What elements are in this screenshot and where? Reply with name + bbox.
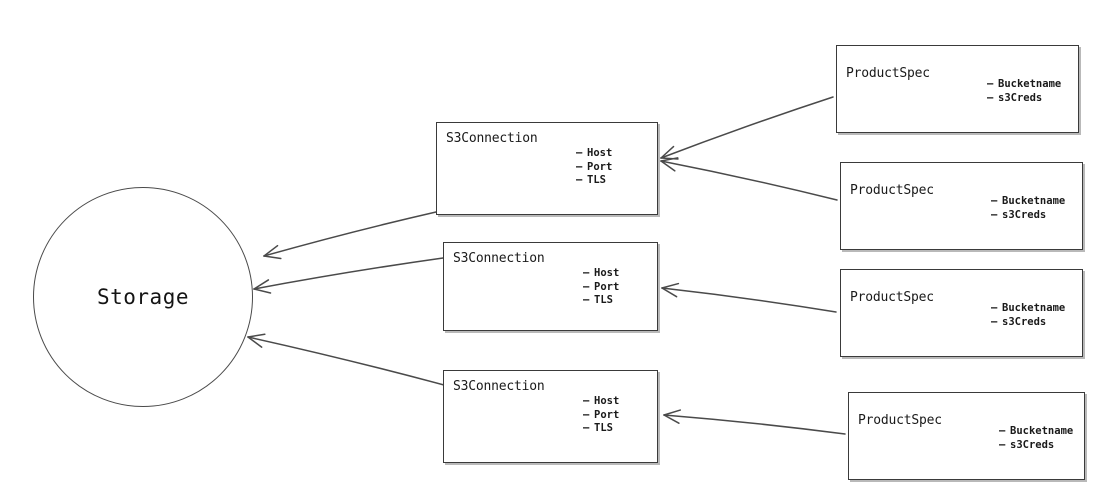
- attribute-item: –Host: [583, 267, 619, 281]
- node-productspec-1[interactable]: ProductSpec–Bucketname–s3Creds: [836, 45, 1079, 133]
- bullet-dash-icon: –: [576, 174, 583, 186]
- attribute-label: Bucketname: [1002, 302, 1066, 314]
- node-title-productspec-1: ProductSpec: [846, 66, 930, 81]
- arrow-edge-conn3-storage: [247, 333, 445, 386]
- attribute-item: –Bucketname: [991, 195, 1065, 209]
- node-s3connection-3[interactable]: S3Connection–Host–Port–TLS: [443, 370, 658, 463]
- attribute-item: –Port: [583, 281, 619, 295]
- attribute-item: –Bucketname: [999, 425, 1073, 439]
- bullet-dash-icon: –: [987, 91, 994, 104]
- node-title-s3connection-3: S3Connection: [453, 379, 545, 394]
- attribute-item: –TLS: [583, 422, 619, 436]
- bullet-dash-icon: –: [991, 208, 998, 221]
- arrow-edge-conn1-storage: [263, 211, 437, 260]
- attribute-label: s3Creds: [998, 91, 1043, 104]
- attribute-item: –s3Creds: [999, 439, 1073, 453]
- attribute-label: TLS: [594, 294, 613, 306]
- attribute-item: –TLS: [583, 294, 619, 308]
- attribute-label: s3Creds: [1010, 438, 1055, 451]
- bullet-dash-icon: –: [583, 280, 590, 293]
- attribute-item: –Host: [583, 395, 619, 409]
- node-title-productspec-2: ProductSpec: [850, 183, 934, 198]
- attribute-item: –TLS: [576, 174, 612, 188]
- bullet-dash-icon: –: [991, 195, 998, 207]
- node-attributes-s3connection-1: –Host–Port–TLS: [576, 147, 612, 188]
- arrow-edge-spec3-conn2: [661, 282, 837, 313]
- node-attributes-productspec-1: –Bucketname–s3Creds: [987, 78, 1061, 105]
- attribute-label: Port: [587, 160, 613, 173]
- attribute-label: Bucketname: [1002, 195, 1066, 207]
- attribute-label: Host: [587, 147, 613, 159]
- arrow-edge-spec2-conn1: [660, 157, 838, 201]
- bullet-dash-icon: –: [576, 160, 583, 173]
- node-title-productspec-3: ProductSpec: [850, 290, 934, 305]
- attribute-label: Host: [594, 395, 620, 407]
- attribute-label: TLS: [594, 422, 613, 434]
- attribute-item: –s3Creds: [991, 209, 1065, 223]
- node-title-productspec-4: ProductSpec: [858, 413, 942, 428]
- attribute-item: –s3Creds: [987, 92, 1061, 106]
- node-productspec-3[interactable]: ProductSpec–Bucketname–s3Creds: [840, 269, 1083, 357]
- attribute-label: Host: [594, 267, 620, 279]
- attribute-item: –Bucketname: [991, 302, 1065, 316]
- storage-circle-node[interactable]: Storage: [33, 187, 253, 407]
- node-attributes-productspec-2: –Bucketname–s3Creds: [991, 195, 1065, 222]
- attribute-label: Port: [594, 280, 620, 293]
- node-productspec-4[interactable]: ProductSpec–Bucketname–s3Creds: [848, 392, 1085, 480]
- storage-label: Storage: [96, 285, 189, 309]
- node-title-s3connection-2: S3Connection: [453, 251, 545, 266]
- attribute-item: –Port: [583, 409, 619, 423]
- bullet-dash-icon: –: [999, 438, 1006, 451]
- attribute-item: –Port: [576, 161, 612, 175]
- attribute-label: Bucketname: [1010, 425, 1074, 437]
- attribute-label: s3Creds: [1002, 315, 1047, 328]
- bullet-dash-icon: –: [999, 425, 1006, 437]
- bullet-dash-icon: –: [991, 302, 998, 314]
- arrow-edge-conn2-storage: [253, 257, 444, 294]
- arrow-edge-spec1-conn1: [660, 96, 834, 160]
- arrow-edge-spec4-conn3: [663, 409, 846, 435]
- attribute-item: –Bucketname: [987, 78, 1061, 92]
- node-attributes-s3connection-2: –Host–Port–TLS: [583, 267, 619, 308]
- bullet-dash-icon: –: [991, 315, 998, 328]
- bullet-dash-icon: –: [583, 395, 590, 407]
- attribute-label: s3Creds: [1002, 208, 1047, 221]
- bullet-dash-icon: –: [583, 408, 590, 421]
- node-attributes-productspec-4: –Bucketname–s3Creds: [999, 425, 1073, 452]
- bullet-dash-icon: –: [583, 267, 590, 279]
- node-attributes-s3connection-3: –Host–Port–TLS: [583, 395, 619, 436]
- node-title-s3connection-1: S3Connection: [446, 131, 538, 146]
- node-s3connection-1[interactable]: S3Connection–Host–Port–TLS: [436, 122, 658, 215]
- attribute-item: –Host: [576, 147, 612, 161]
- bullet-dash-icon: –: [583, 422, 590, 434]
- attribute-label: TLS: [587, 174, 606, 186]
- attribute-label: Bucketname: [998, 78, 1062, 90]
- attribute-item: –s3Creds: [991, 316, 1065, 330]
- bullet-dash-icon: –: [576, 147, 583, 159]
- node-s3connection-2[interactable]: S3Connection–Host–Port–TLS: [443, 242, 658, 331]
- node-attributes-productspec-3: –Bucketname–s3Creds: [991, 302, 1065, 329]
- bullet-dash-icon: –: [583, 294, 590, 306]
- attribute-label: Port: [594, 408, 620, 421]
- node-productspec-2[interactable]: ProductSpec–Bucketname–s3Creds: [840, 162, 1083, 250]
- bullet-dash-icon: –: [987, 78, 994, 90]
